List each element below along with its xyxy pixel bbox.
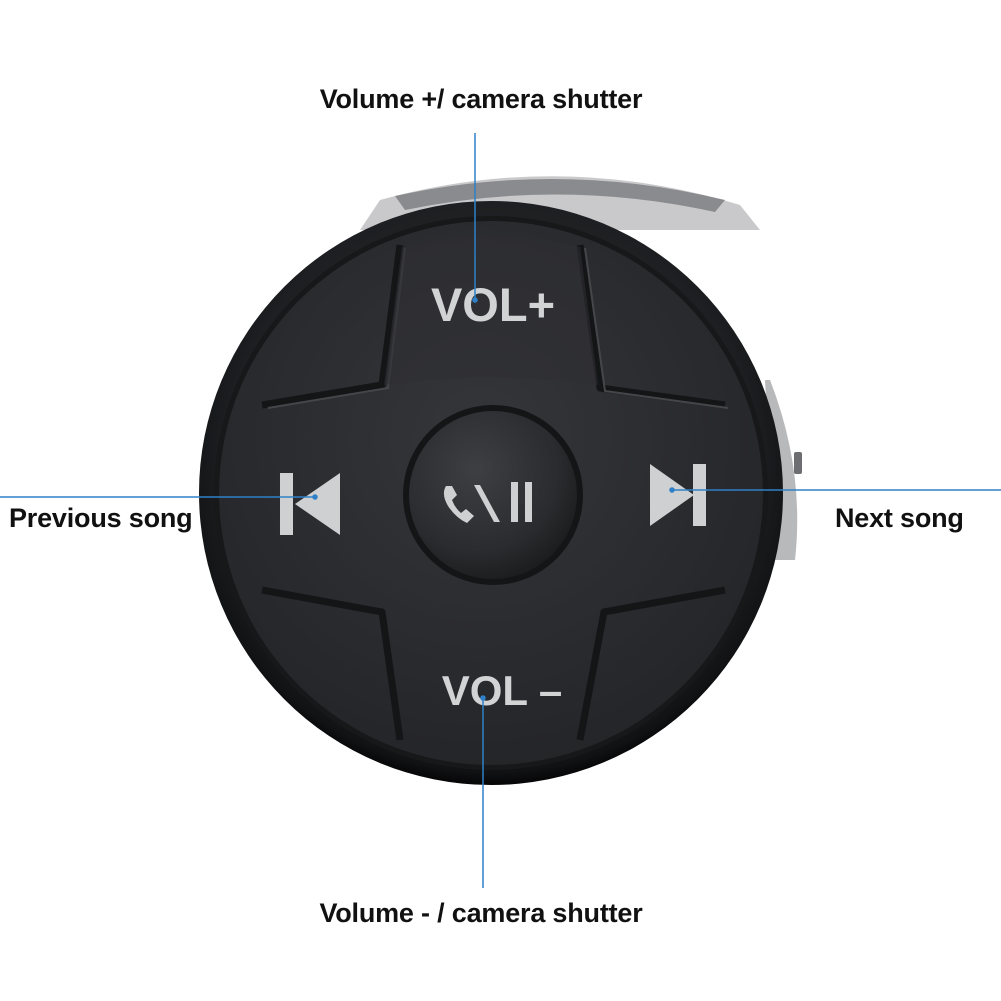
center-call-play-pause-button[interactable] [403,405,583,585]
dpad-seams [261,244,726,741]
phone-play-pause-icon [443,482,532,523]
volume-down-button[interactable]: VOL – [442,667,563,714]
previous-song-button[interactable] [280,473,340,535]
callout-next-song: Next song [835,503,964,533]
previous-track-icon [280,473,340,535]
leader-lines [0,133,1001,888]
callout-volume-up: Volume +/ camera shutter [319,84,643,114]
next-song-button[interactable] [650,464,706,526]
volume-up-label: VOL+ [431,278,555,331]
volume-up-button[interactable]: VOL+ [384,236,598,385]
callout-previous-song: Previous song [9,503,193,533]
next-track-icon [650,464,706,526]
volume-down-label: VOL – [442,667,563,714]
callout-volume-down: Volume - / camera shutter [319,898,643,928]
